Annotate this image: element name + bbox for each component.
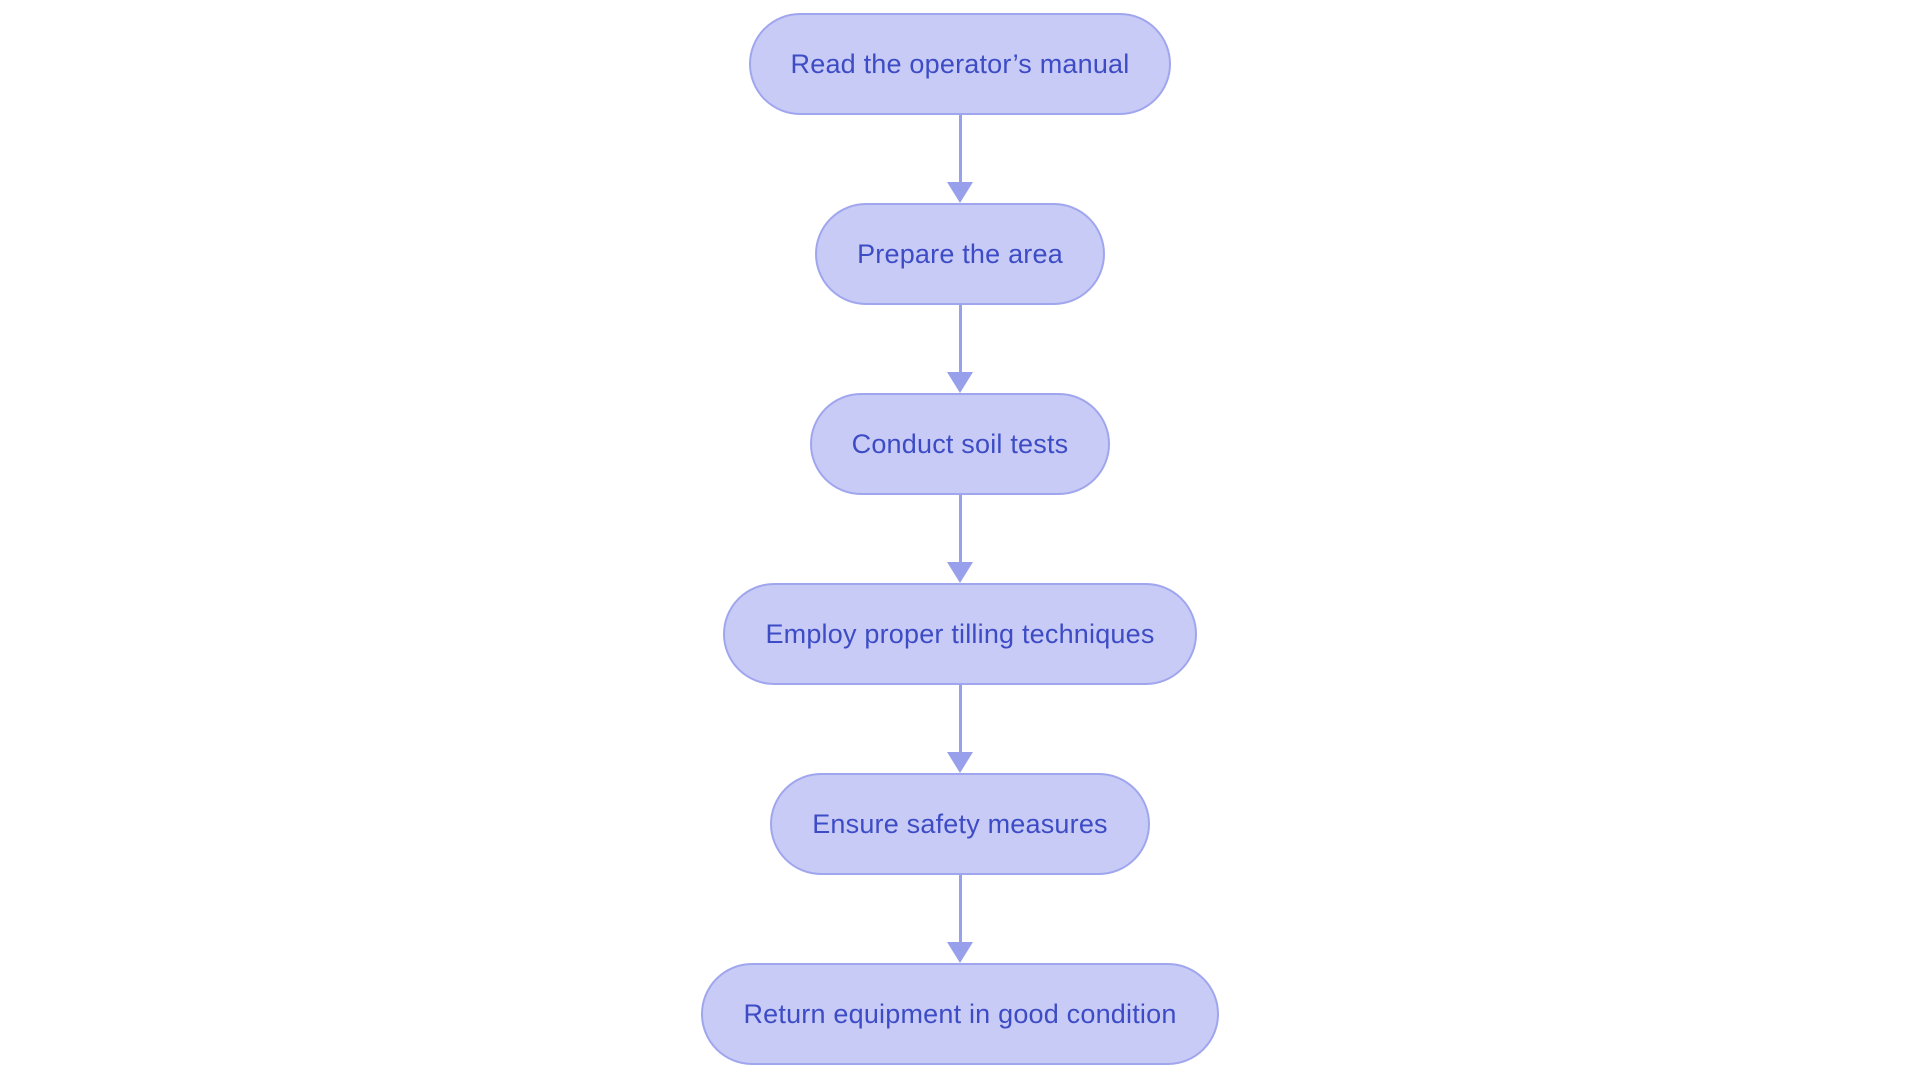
flow-node-tilling-techniques: Employ proper tilling techniques <box>723 583 1197 685</box>
flow-node-return-equipment: Return equipment in good condition <box>701 963 1219 1065</box>
flow-connector <box>947 305 973 393</box>
node-label: Ensure safety measures <box>812 808 1108 839</box>
arrow-down-icon <box>947 372 973 393</box>
flow-node-conduct-soil-tests: Conduct soil tests <box>809 393 1111 495</box>
connector-line <box>958 115 962 185</box>
node-label: Employ proper tilling techniques <box>765 618 1155 649</box>
node-label: Return equipment in good condition <box>743 998 1177 1029</box>
flow-connector <box>947 685 973 773</box>
flow-connector <box>947 495 973 583</box>
connector-line <box>958 495 962 565</box>
arrow-down-icon <box>947 942 973 963</box>
flow-connector <box>947 115 973 203</box>
flow-node-prepare-the-area: Prepare the area <box>815 203 1105 305</box>
arrow-down-icon <box>947 182 973 203</box>
connector-line <box>958 685 962 755</box>
flow-connector <box>947 875 973 963</box>
node-label: Read the operator’s manual <box>790 48 1130 79</box>
node-label: Prepare the area <box>857 238 1063 269</box>
flow-node-safety-measures: Ensure safety measures <box>770 773 1150 875</box>
arrow-down-icon <box>947 562 973 583</box>
flow-node-read-operators-manual: Read the operator’s manual <box>748 13 1172 115</box>
connector-line <box>958 305 962 375</box>
arrow-down-icon <box>947 752 973 773</box>
connector-line <box>958 875 962 945</box>
node-label: Conduct soil tests <box>851 428 1069 459</box>
